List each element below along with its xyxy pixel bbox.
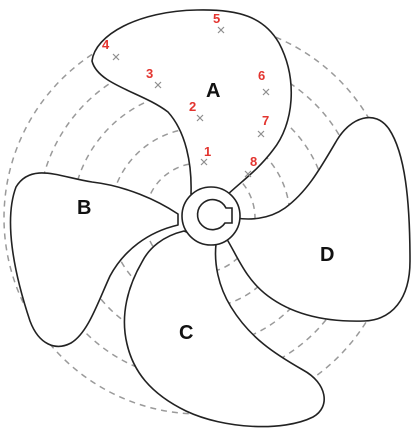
- measurement-markers: [112, 26, 270, 178]
- point-label-3: 3: [146, 66, 153, 81]
- point-label-4: 4: [102, 37, 110, 52]
- point-label-5: 5: [213, 11, 220, 26]
- hub: [181, 186, 241, 246]
- keyway-bore: [196, 198, 233, 231]
- blade-label-b: B: [77, 197, 91, 219]
- blade-labels: A B C D: [77, 80, 334, 344]
- marker-3: [154, 81, 162, 89]
- marker-7: [257, 130, 265, 138]
- blade-label-c: C: [179, 322, 193, 344]
- marker-8: [244, 170, 252, 178]
- blade-d: [224, 116, 411, 322]
- point-labels: 1 2 3 4 5 6 7 8: [102, 11, 269, 169]
- point-label-1: 1: [204, 144, 211, 159]
- blade-label-d: D: [320, 244, 334, 266]
- marker-6: [262, 88, 270, 96]
- point-label-6: 6: [258, 68, 265, 83]
- blade-label-a: A: [206, 80, 220, 102]
- point-label-8: 8: [250, 154, 257, 169]
- marker-4: [112, 53, 120, 61]
- blade-c: [123, 230, 325, 428]
- marker-1: [200, 158, 208, 166]
- blade-a: [91, 9, 293, 197]
- marker-2: [196, 114, 204, 122]
- marker-5: [217, 26, 225, 34]
- point-label-2: 2: [189, 99, 196, 114]
- blade-b: [9, 172, 179, 348]
- point-label-7: 7: [262, 113, 269, 128]
